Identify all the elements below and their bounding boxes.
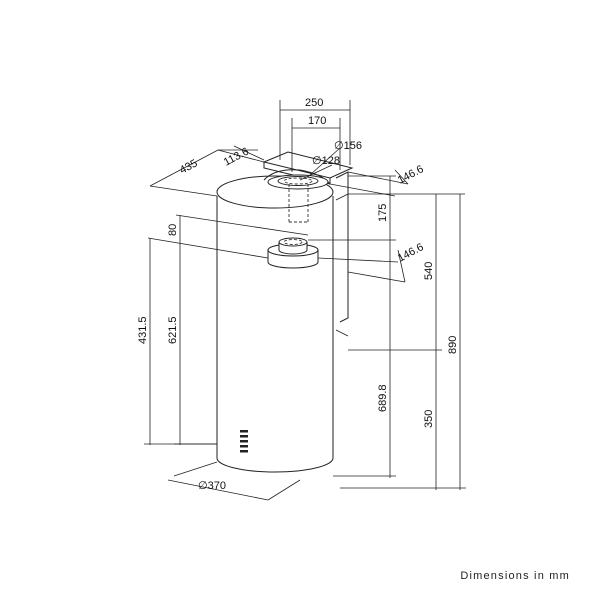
dim-lower-height: 350 (423, 410, 435, 428)
dimension-lines (144, 100, 466, 501)
dim-depth-top: 435 (178, 157, 200, 176)
dim-right-offset-mid: 146.6 (396, 241, 426, 265)
dim-top-width: 250 (305, 97, 323, 109)
dimension-labels: 250 170 ∅156 ∅128 435 113.6 146.6 146.6 … (137, 97, 459, 492)
dim-left-total: 431.5 (137, 316, 149, 344)
dim-body-diameter: ∅370 (198, 480, 226, 492)
dim-total-height: 890 (447, 336, 459, 354)
hidden-duct (288, 184, 309, 223)
control-buttons (240, 430, 248, 453)
dim-left-body: 621.5 (167, 316, 179, 344)
cylinder-body (216, 169, 334, 473)
dim-body-height: 689.8 (377, 384, 389, 412)
dim-top-height: 175 (377, 204, 389, 222)
caption-dimensions: Dimensions in mm (460, 570, 570, 582)
motor-spigot (267, 237, 319, 269)
dim-top-inner-width: 170 (308, 115, 326, 127)
dim-flange-diameter: ∅156 (334, 140, 362, 152)
dim-outlet-diameter: ∅128 (312, 155, 340, 167)
top-outlet (267, 174, 329, 190)
rear-panel (335, 171, 349, 337)
dim-right-offset-top: 146.6 (396, 163, 426, 187)
dim-side-offset: 113.6 (222, 146, 251, 169)
dim-left-gap: 80 (167, 224, 179, 236)
dim-mid-height: 540 (423, 262, 435, 280)
